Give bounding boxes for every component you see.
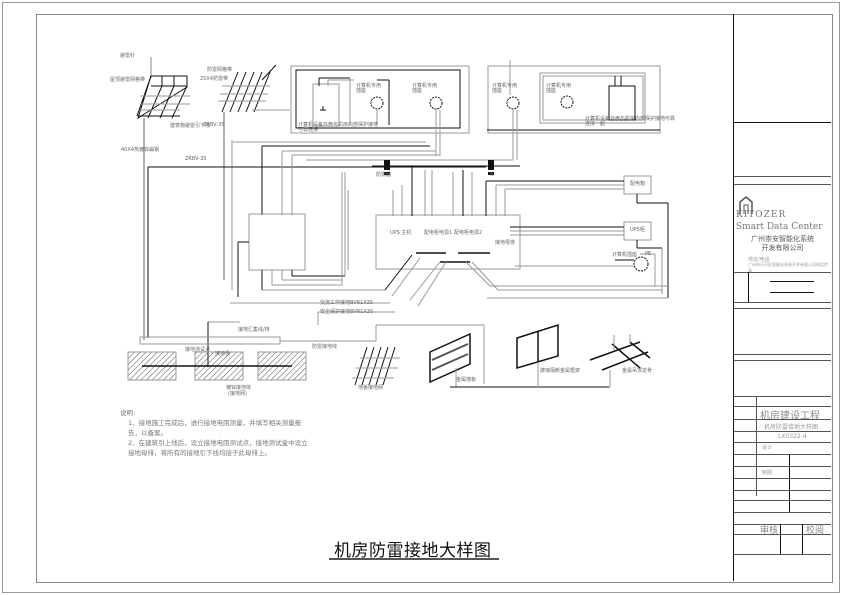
window-frame	[516, 323, 559, 370]
note-item-2: 2、在建筑引上线后，设立接地电阻测试点，接地测试盒中设立接地母排，将所有的接地引…	[128, 439, 308, 457]
address-line-2: 广州市天河区智能化系统开发有限公司电话传真	[748, 262, 828, 273]
label-lightning-belt-2: 防雷网格带	[207, 67, 233, 73]
note-item-1: 1、接地施工完成后，进行接地电阻测量，并填写相关测量报告，以备案。	[128, 419, 302, 437]
label-ground-trench-2: (接地网)	[228, 391, 247, 397]
label-lightning-ground: 防雷接地线	[312, 344, 338, 350]
label-bolt-25x4: 25X4防雷带	[200, 76, 228, 82]
sign-label-1: 审核	[760, 526, 779, 536]
ceiling-grid	[589, 341, 651, 371]
label-computer-socket-4: 计算机专用插座	[546, 83, 572, 94]
drawing-frame	[36, 14, 833, 583]
label-spd-right: N	[490, 172, 494, 178]
label-zrbv-b: ZRBV-35	[185, 156, 207, 162]
floor-grid	[354, 346, 396, 386]
drawing-label: 制图	[762, 470, 773, 476]
drawing-name: 机房防雷接地大样图	[764, 424, 819, 431]
logo-icon	[739, 196, 753, 214]
label-lightning-rod: 避雷针	[120, 53, 136, 59]
label-pe: PE	[645, 251, 652, 257]
label-floor-grid: 地板接地网	[358, 385, 384, 391]
label-steel-40x4: 40X4热镀锌扁钢	[121, 147, 159, 153]
drawing-title: 机房防雷接地大样图	[334, 541, 492, 561]
notes-section: 说明: 1、接地施工完成后，进行接地电阻测量，并填写相关测量报告，以备案。 2、…	[120, 408, 308, 458]
label-zrbv-a: ZRBV-35	[203, 122, 225, 128]
address-line-1: 地址/电话	[748, 257, 770, 263]
drawing-number: LX0322-4	[778, 433, 807, 440]
company-line-2: 开发有限公司	[761, 244, 804, 252]
brand-name: KITOZER	[736, 210, 787, 220]
title-block: KITOZER Smart Data Center 广州崇安智能化系统 开发有限…	[733, 14, 831, 581]
label-roof-down-conductor: 建筑物避雷引下线	[170, 123, 211, 129]
notes-heading: 说明:	[120, 409, 136, 417]
label-safety-ground: 安全保护接地BVR1X35	[320, 309, 374, 315]
label-box2: UPS柜	[630, 227, 645, 233]
company-line-1: 广州崇安智能化系统	[751, 235, 814, 243]
label-computer-socket-1: 计算机专用插座	[356, 83, 382, 94]
title-underline	[329, 558, 499, 560]
label-ceiling: 金属吊顶龙骨	[622, 368, 653, 374]
label-ups: UPS 主机	[390, 230, 412, 236]
label-wall-panel: 金属墙板	[456, 377, 477, 383]
label-busbar: 接地母排	[495, 240, 516, 246]
design-label: 设计	[762, 445, 773, 451]
roof-grid-right	[221, 64, 277, 113]
label-box1: 配电箱	[630, 181, 646, 187]
label-roof-lightning-belt: 屋顶避雷网格带	[110, 77, 146, 83]
label-equip-ground-bus: 接地汇集线/排	[238, 327, 270, 333]
sign-label-2: 校阅	[806, 526, 825, 536]
label-equipment-ground-left: 计算机设备外壳与机房内部保护接地可靠连接	[298, 122, 379, 133]
label-test-point: 接地测试点	[185, 347, 211, 353]
label-computer-socket-2: 计算机专用插座	[412, 83, 438, 94]
label-dist1: 配电柜电源1	[424, 230, 453, 236]
label-spd-left: 防雷器	[376, 172, 392, 178]
label-equipment-ground-right: 计算机设备外壳与机房内部保护接地可靠连接一起	[585, 116, 676, 127]
label-computer-socket-3: 计算机专用插座	[492, 83, 518, 94]
brand-tagline: Smart Data Center	[736, 222, 823, 232]
label-ac-work-ground: 交流工作接地BVR1X35	[320, 300, 374, 306]
wall-panel	[429, 332, 471, 384]
label-window-frame: 玻璃隔断金属框架	[540, 368, 581, 374]
project-name: 机房建设工程	[760, 411, 820, 422]
label-dist2: 配电柜电源2	[454, 230, 483, 236]
label-pe-socket: 计算机插座	[612, 252, 638, 258]
label-ground-electrode: 接地极	[215, 351, 231, 357]
label-ground-trench: 镀锌接地体	[226, 385, 252, 391]
